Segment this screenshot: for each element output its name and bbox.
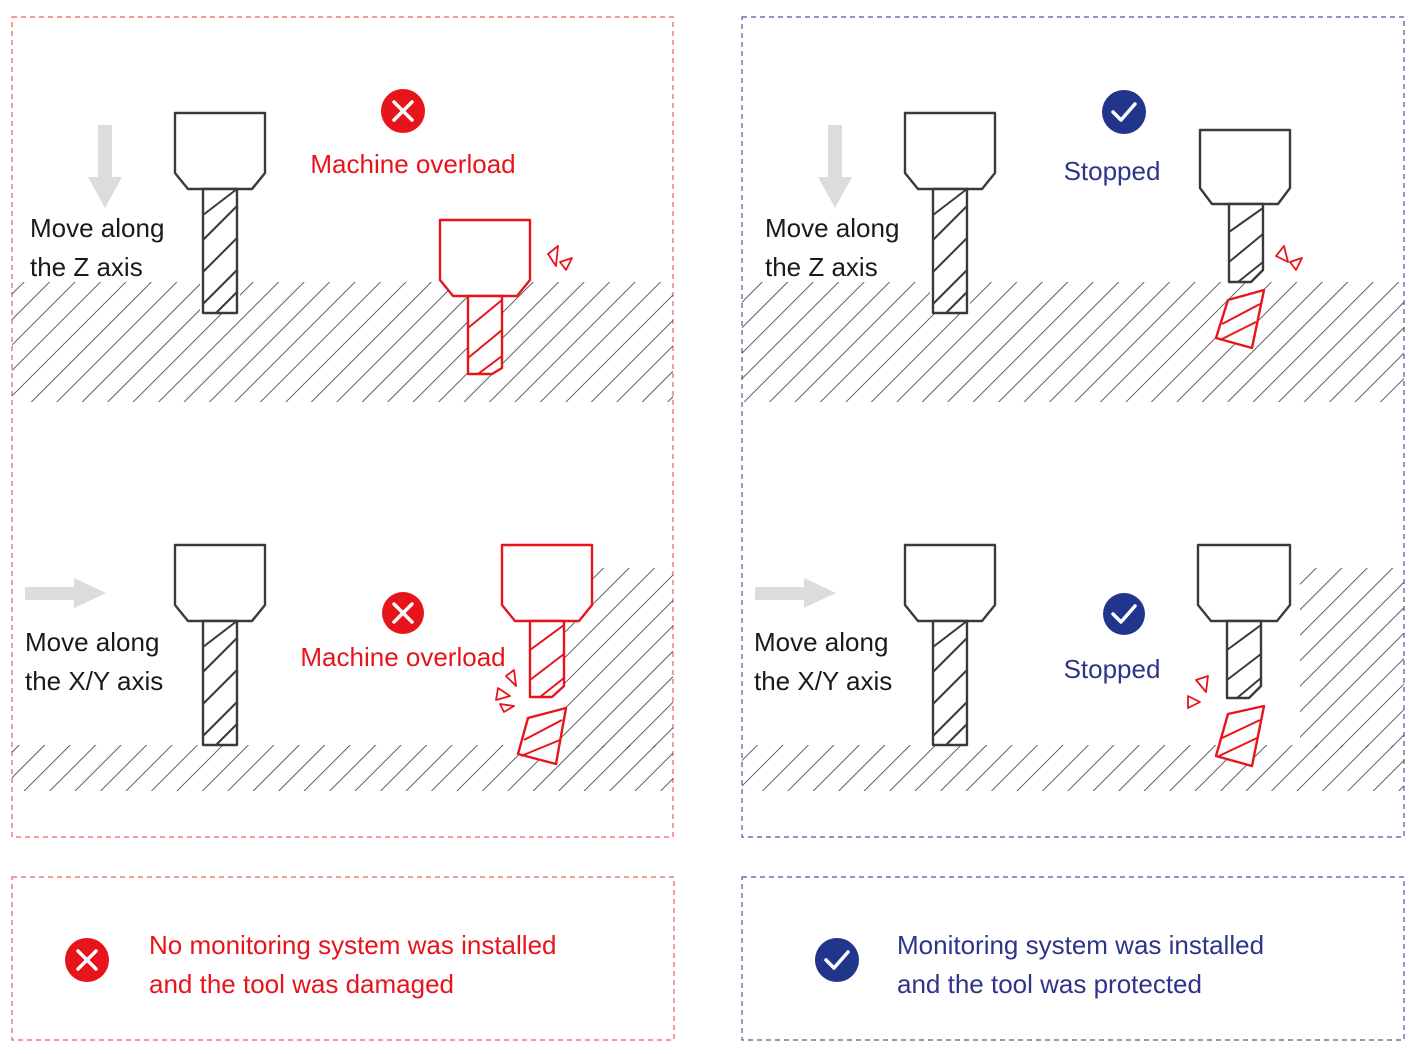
move-label: Move along bbox=[25, 627, 159, 657]
broken-tool bbox=[438, 218, 532, 376]
footer-line: No monitoring system was installed bbox=[149, 930, 557, 960]
move-label: the X/Y axis bbox=[25, 666, 163, 696]
right-panel: Move along the Z axis Stopped bbox=[741, 16, 1405, 838]
arrow-down-icon bbox=[818, 125, 852, 208]
arrow-right-icon bbox=[25, 578, 106, 608]
check-circle-icon bbox=[815, 938, 859, 982]
arrow-right-icon bbox=[755, 578, 836, 608]
end-mill-tool bbox=[903, 111, 997, 315]
footer-line: Monitoring system was installed bbox=[897, 930, 1264, 960]
end-mill-tool bbox=[903, 543, 997, 747]
workpiece-wall bbox=[1300, 568, 1404, 748]
status-label: Machine overload bbox=[310, 149, 515, 179]
move-label: Move along bbox=[30, 213, 164, 243]
status-label: Machine overload bbox=[300, 642, 505, 672]
footer-right: Monitoring system was installed and the … bbox=[741, 876, 1405, 1041]
detached-tool-fragment bbox=[1214, 288, 1266, 350]
end-mill-tool bbox=[173, 543, 267, 747]
check-circle-icon bbox=[1102, 90, 1146, 134]
move-label: Move along bbox=[765, 213, 899, 243]
move-label: Move along bbox=[754, 627, 888, 657]
impact-spark-icon bbox=[495, 669, 517, 713]
workpiece-ground bbox=[12, 282, 673, 402]
stopped-tool bbox=[1198, 128, 1292, 284]
impact-spark-icon bbox=[1187, 675, 1209, 709]
x-circle-icon bbox=[65, 938, 109, 982]
broken-tool bbox=[500, 543, 594, 766]
arrow-down-icon bbox=[88, 125, 122, 208]
check-circle-icon bbox=[1103, 593, 1145, 635]
workpiece-ground bbox=[742, 282, 1404, 402]
status-label: Stopped bbox=[1064, 654, 1161, 684]
workpiece-ground bbox=[742, 745, 1404, 791]
impact-spark-icon bbox=[1275, 245, 1303, 271]
move-label: the Z axis bbox=[30, 252, 143, 282]
footer-line: and the tool was protected bbox=[897, 969, 1202, 999]
move-label: the Z axis bbox=[765, 252, 878, 282]
detached-tool-fragment bbox=[1214, 704, 1266, 768]
footer-left: No monitoring system was installed and t… bbox=[11, 876, 675, 1041]
move-label: the X/Y axis bbox=[754, 666, 892, 696]
workpiece-ground bbox=[12, 745, 673, 791]
impact-spark-icon bbox=[547, 245, 573, 271]
footer-line: and the tool was damaged bbox=[149, 969, 454, 999]
end-mill-tool bbox=[173, 111, 267, 315]
x-circle-icon bbox=[382, 592, 424, 634]
stopped-tool bbox=[1196, 543, 1292, 700]
x-circle-icon bbox=[381, 89, 425, 133]
status-label: Stopped bbox=[1064, 156, 1161, 186]
left-panel: Move along the Z axis Machine overload bbox=[11, 16, 674, 838]
